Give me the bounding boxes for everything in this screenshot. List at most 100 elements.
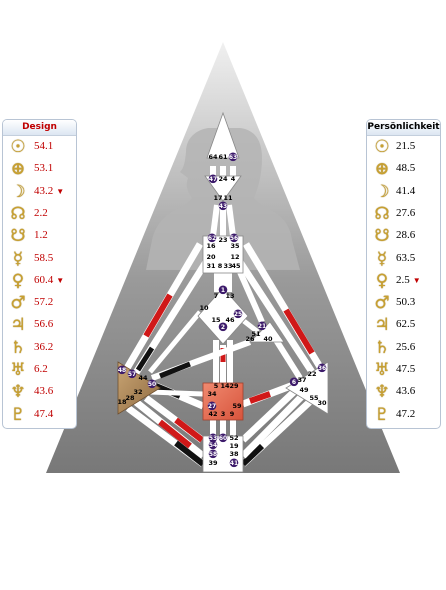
gate-label: 24 [218,175,228,183]
personality-panel: Persönlichkeit ☉21.5⊕48.5☽41.4☊27.6☋28.6… [366,119,441,429]
neptune-icon: ♆ [374,382,390,403]
gate-line-value: 50.3 [396,296,416,309]
gate-label: 40 [263,335,273,343]
activated-gate-marker [228,152,238,162]
design-planet-row: ☉54.1 [3,137,76,157]
activated-gate-marker [207,401,217,411]
gate-line-value: 41.4 [396,184,416,197]
gate-line-value: 27.6 [396,206,416,219]
personality-planet-value: 47.2 [396,408,415,420]
gate-label: 3 [221,410,226,418]
gate-line-value: 1.2 [34,229,48,242]
gate-label: 43 [219,203,227,210]
gate-line-value: 25.6 [396,340,416,353]
design-planet-value: 47.4 [34,408,53,420]
gate-label: 13 [225,292,234,300]
gate-line-value: 58.5 [34,251,54,264]
mars-icon: ♂ [10,293,26,314]
north-node-icon: ☊ [374,203,390,224]
design-planet-row: ♄ 36.2 [3,338,76,358]
gate-label: 47 [209,176,217,183]
personality-planet-row: ☋28.6 [367,226,440,246]
design-panel: Design ☉54.1⊕53.1☽43.2▼☊2.2☋1.2☿58.5♀60.… [2,119,77,429]
activated-gate-marker [257,321,267,331]
gate-line-value: 36.2 [34,340,54,353]
personality-planet-row: ♅47.5 [367,360,440,380]
gate-label: 41 [230,460,238,467]
head-center [206,111,240,159]
channel-11-56 [226,204,236,237]
activated-gate-marker [208,433,218,443]
gate-label: 46 [225,316,235,324]
channel-35-36-design [283,308,315,355]
gate-label: 5 [214,382,219,390]
activated-gate-marker [218,285,228,295]
channel-16-48-design [143,293,173,338]
gate-label: 54 [209,442,217,449]
gate-line-value: 43.2 [34,184,54,197]
gate-label: 7 [214,292,219,300]
channel-32-54-design [174,417,204,443]
gate-line-value: 63.5 [396,251,416,264]
design-planet-row: ♆43.6 [3,382,76,402]
gate-label: 10 [199,304,209,312]
gate-label: 32 [133,388,142,396]
design-planet-value: 53.1 [34,162,53,174]
gate-label: 36 [318,365,326,372]
design-planet-row: ☋ 1.2 [3,226,76,246]
channel-6-59-design [249,391,271,404]
channel-12-22 [237,260,315,374]
gate-label: 29 [229,382,239,390]
gate-line-value: 43.6 [396,385,416,398]
gate-label: 51 [251,330,261,338]
moon-icon: ☽ [10,181,26,202]
personality-planet-value: 50.3 [396,296,415,308]
gate-label: 11 [223,194,233,202]
channel-55-39 [240,389,309,459]
throat-center [202,235,244,274]
gate-line-value: 60.4 [34,273,54,286]
personality-planet-row: ♆ 43.6 [367,382,440,402]
detriment-arrow-icon: ▼ [56,186,65,196]
gate-label: 64 [208,153,218,161]
personality-planet-value: 43.6 [396,385,415,397]
gate-label: 8 [218,262,223,270]
personality-planet-row: ☿63.5 [367,249,440,269]
gate-label: 4 [231,175,236,183]
sun-icon: ☉ [10,137,26,157]
personality-panel-title: Persönlichkeit [367,120,440,136]
gate-line-value: 56.6 [34,318,54,331]
earth-icon: ⊕ [10,159,26,180]
design-planet-row: ⊕ 53.1 [3,159,76,179]
gate-label: 45 [231,262,241,270]
gate-line-value: 57.2 [34,296,54,309]
personality-planet-value: 27.6 [396,207,415,219]
gate-label: 12 [230,253,239,261]
design-planet-value: 6.2 [34,363,48,375]
channel-18-58-personality [174,440,205,467]
gate-label: 16 [206,242,216,250]
activated-gate-marker [289,377,299,387]
gate-label: 28 [125,394,135,402]
south-node-icon: ☋ [10,226,26,247]
gate-label: 14 [220,382,230,390]
design-planet-row: ♃56.6 [3,315,76,335]
channels [122,166,323,467]
saturn-icon: ♄ [374,337,390,358]
gate-label: 38 [229,450,239,458]
neptune-icon: ♆ [10,382,26,403]
solar-plexus-center [285,361,329,415]
personality-planet-row: ⊕48.5 [367,159,440,179]
gate-label: 19 [229,442,239,450]
mars-icon: ♂ [374,293,390,314]
gate-line-value: 47.4 [34,407,54,420]
gate-label: 56 [230,235,238,242]
channel-20-57-personality [135,346,155,372]
design-planet-value: 43.2▼ [34,185,64,197]
gate-label: 35 [230,242,240,250]
pluto-icon: ♇ [374,404,390,425]
activated-gate-marker [208,440,218,450]
saturn-icon: ♄ [10,337,26,358]
design-planet-value: 36.2 [34,341,53,353]
design-planet-value: 56.6 [34,318,53,330]
